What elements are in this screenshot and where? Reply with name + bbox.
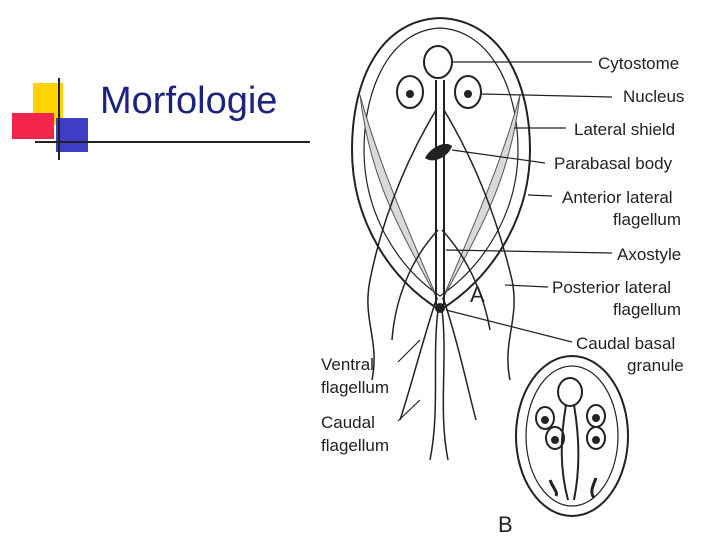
label-ventral-1: Ventral — [321, 355, 374, 374]
label-cytostome: Cytostome — [598, 54, 679, 73]
label-anterior-lateral-1: Anterior lateral — [562, 188, 673, 207]
leader-lines — [397, 61, 613, 422]
lateral-shield — [359, 94, 521, 301]
cyst-body — [515, 355, 629, 517]
panel-label-a: A — [470, 282, 485, 307]
label-ventral-2: flagellum — [321, 378, 389, 397]
parabasal-body-shape — [425, 143, 452, 161]
deco-blue-square — [56, 118, 88, 152]
cytostome-shape — [423, 45, 453, 79]
label-posterior-lateral-2: flagellum — [613, 300, 681, 319]
label-caudal-basal-2: granule — [627, 356, 684, 375]
label-parabasal-body: Parabasal body — [554, 154, 673, 173]
label-nucleus: Nucleus — [623, 87, 684, 106]
deco-red-square — [12, 113, 54, 139]
label-axostyle: Axostyle — [617, 245, 681, 264]
slide-title: Morfologie — [100, 80, 278, 122]
caudal-basal-granule-shape — [435, 303, 445, 313]
title-decoration — [12, 78, 310, 160]
label-posterior-lateral-1: Posterior lateral — [552, 278, 671, 297]
giardia-diagram: Cytostome Nucleus Lateral shield Parabas… — [321, 16, 684, 537]
flagella — [367, 109, 515, 461]
panel-label-b: B — [498, 512, 513, 537]
label-caudal-basal-1: Caudal basal — [576, 334, 675, 353]
label-caudal-2: flagellum — [321, 436, 389, 455]
label-lateral-shield: Lateral shield — [574, 120, 675, 139]
label-anterior-lateral-2: flagellum — [613, 210, 681, 229]
nuclei — [396, 75, 482, 109]
axostyle-shape — [435, 80, 445, 305]
label-caudal-1: Caudal — [321, 413, 375, 432]
